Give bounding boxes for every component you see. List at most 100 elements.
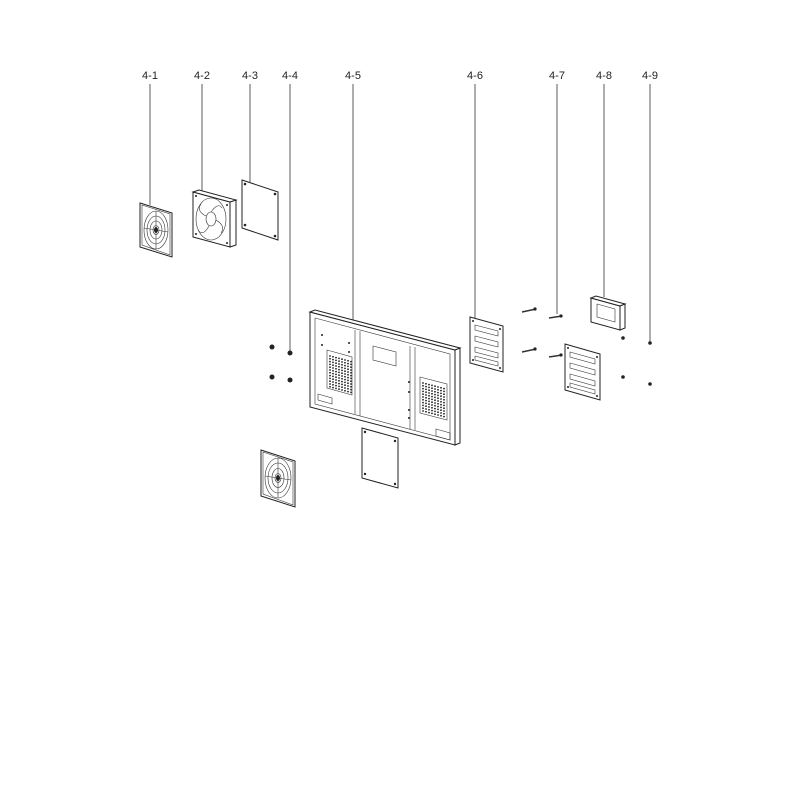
vent-hole	[425, 385, 427, 388]
vent-hole	[335, 362, 337, 365]
vent-hole	[428, 389, 430, 392]
vent-hole	[341, 389, 343, 391]
vent-hole	[422, 407, 424, 410]
vent-hole	[344, 373, 346, 375]
vent-hole	[437, 408, 439, 411]
vent-hole	[440, 406, 442, 409]
door-panel-part	[308, 309, 462, 446]
vent-hole	[341, 369, 343, 372]
vent-hole	[434, 407, 436, 410]
vent-hole	[341, 363, 343, 366]
vent-hole	[332, 378, 334, 381]
vent-hole	[335, 359, 337, 362]
vent-hole	[425, 399, 427, 402]
vent-hole	[443, 415, 445, 418]
vent-hole	[332, 369, 334, 372]
right-vent-grid	[419, 376, 448, 421]
vent-hole	[425, 396, 427, 399]
vent-hole	[329, 385, 331, 388]
vent-hole	[335, 387, 337, 390]
vent-hole	[347, 365, 349, 368]
vent-hole	[437, 386, 439, 388]
vent-hole	[422, 401, 424, 404]
cover-plate-part	[589, 295, 627, 331]
vent-hole	[440, 386, 442, 389]
vent-hole	[341, 358, 343, 361]
callout-4-2: 4-2	[194, 70, 210, 82]
vent-hole	[431, 404, 433, 406]
vent-hole	[428, 386, 430, 389]
vent-hole	[437, 397, 439, 400]
vent-hole	[344, 364, 346, 367]
vent-hole	[440, 398, 442, 400]
vent-hole	[338, 360, 340, 363]
vent-hole	[347, 376, 349, 379]
vent-hole	[428, 406, 430, 408]
vent-hole	[350, 388, 352, 391]
vent-hole	[344, 370, 346, 373]
vent-hole	[434, 390, 436, 393]
callout-4-8: 4-8	[596, 70, 612, 82]
vent-hole	[422, 387, 424, 390]
vent-hole	[443, 401, 445, 404]
vent-hole	[347, 379, 349, 382]
vent-hole	[344, 387, 346, 389]
vent-hole	[329, 355, 331, 357]
vent-hole	[347, 390, 349, 393]
vent-hole	[344, 381, 346, 384]
vent-hole	[347, 382, 349, 385]
vent-hole	[329, 360, 331, 363]
vent-hole	[440, 412, 442, 414]
vent-hole	[350, 385, 352, 388]
vent-hole	[350, 377, 352, 380]
vent-hole	[335, 384, 337, 387]
vent-hole	[332, 364, 334, 367]
small-nuts-part	[621, 336, 652, 386]
vent-hole	[347, 387, 349, 390]
vent-hole	[428, 392, 430, 394]
vent-hole	[347, 362, 349, 365]
vent-hole	[344, 359, 346, 361]
vent-hole	[335, 370, 337, 373]
vent-hole	[350, 380, 352, 383]
vent-hole	[431, 398, 433, 401]
vent-hole	[425, 394, 427, 396]
vent-hole	[335, 373, 337, 376]
vent-hole	[332, 383, 334, 386]
vent-hole	[443, 398, 445, 401]
vent-hole	[341, 361, 343, 363]
vent-hole	[440, 414, 442, 417]
vent-hole	[422, 396, 424, 398]
vent-hole	[440, 389, 442, 392]
vent-hole	[437, 411, 439, 414]
vent-hole	[425, 405, 427, 408]
vent-hole	[422, 410, 424, 412]
vent-hole	[338, 388, 340, 391]
vent-hole	[332, 361, 334, 364]
fan-part	[191, 189, 238, 248]
vent-hole	[425, 408, 427, 410]
vent-hole	[431, 390, 433, 392]
vent-hole	[335, 365, 337, 367]
vent-hole	[347, 359, 349, 362]
vent-hole	[443, 410, 445, 412]
vent-hole	[431, 392, 433, 395]
callout-4-1: 4-1	[142, 70, 158, 82]
vent-hole	[443, 407, 445, 410]
vent-hole	[428, 411, 430, 414]
vent-hole	[422, 398, 424, 401]
vent-hole	[329, 366, 331, 369]
vent-hole	[329, 371, 331, 374]
vent-hole	[332, 372, 334, 375]
vent-hole	[434, 413, 436, 416]
vent-hole	[434, 410, 436, 413]
vent-hole	[344, 375, 346, 378]
vent-hole	[344, 378, 346, 381]
vent-hole	[440, 392, 442, 395]
callout-4-3: 4-3	[242, 70, 258, 82]
vent-hole	[425, 382, 427, 385]
vent-hole	[341, 377, 343, 380]
vent-hole	[443, 396, 445, 398]
